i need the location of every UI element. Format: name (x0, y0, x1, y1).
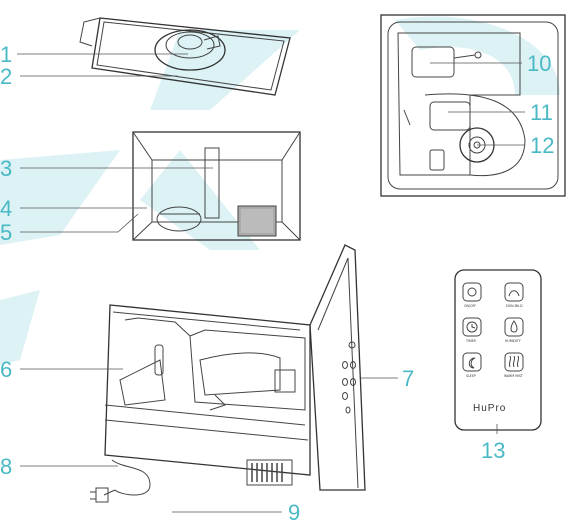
remote-button-sleep: SLEEP (462, 352, 482, 378)
callout-9: 9 (288, 500, 300, 524)
callout-8: 8 (0, 454, 12, 479)
callout-11: 11 (530, 100, 553, 125)
humidifier-body-illustration (90, 244, 366, 503)
remote-button-humidity: HUMIDITY (504, 317, 524, 343)
remote-button-warm-mist: WARM MIST (504, 352, 524, 378)
remote-button-timer: TIMER (462, 317, 482, 343)
svg-text:EXIN-MILD: EXIN-MILD (506, 304, 523, 308)
svg-text:SLEEP: SLEEP (466, 374, 476, 378)
remote-button-mist: EXIN-MILD (504, 282, 524, 308)
leader-lines (17, 53, 525, 513)
vent-slots (251, 463, 283, 482)
svg-text:WARM MIST: WARM MIST (504, 374, 523, 378)
water-tank-illustration (132, 131, 301, 241)
base-tray-illustration (380, 14, 566, 197)
remote-brand: HuPro (473, 403, 506, 414)
watermark (0, 16, 560, 365)
callout-13: 13 (481, 438, 505, 463)
callout-2: 2 (0, 64, 12, 89)
callout-1: 1 (0, 42, 12, 67)
callout-10: 10 (527, 51, 551, 76)
callout-6: 6 (0, 357, 12, 382)
svg-text:TIMER: TIMER (465, 339, 477, 343)
callout-3: 3 (0, 156, 12, 181)
remote-button-on-off: ON/OFF (462, 282, 482, 308)
tank-lid-illustration (79, 17, 291, 96)
callout-7: 7 (402, 366, 414, 391)
remote-control-illustration: ON/OFF EXIN-MILD TIMER HUMIDITY SLEEP WA… (454, 269, 542, 431)
callout-12: 12 (530, 133, 554, 158)
callout-5: 5 (0, 220, 12, 245)
svg-text:ON/OFF: ON/OFF (464, 304, 476, 308)
callout-labels: 1 2 3 4 5 6 7 8 9 10 11 12 13 (0, 42, 554, 524)
callout-4: 4 (0, 196, 12, 221)
svg-text:HUMIDITY: HUMIDITY (505, 339, 521, 343)
